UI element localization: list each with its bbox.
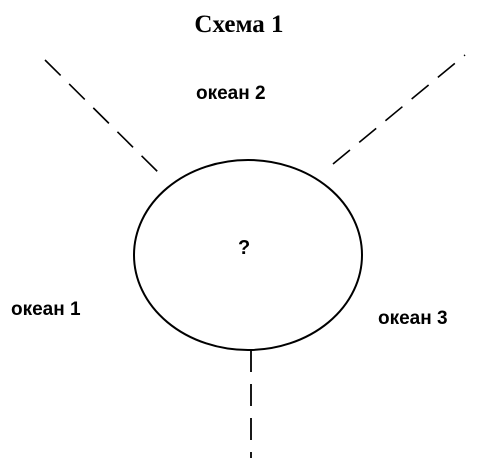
ocean-2-label: океан 2 <box>196 83 266 104</box>
center-question-mark: ? <box>238 237 251 259</box>
ocean-3-label: океан 3 <box>378 308 448 329</box>
boundary-line-upper-right <box>332 54 466 165</box>
center-circle <box>133 159 363 351</box>
diagram-title: Схема 1 <box>194 11 284 38</box>
ocean-1-label: океан 1 <box>11 299 81 320</box>
boundary-line-upper-left <box>44 59 165 179</box>
